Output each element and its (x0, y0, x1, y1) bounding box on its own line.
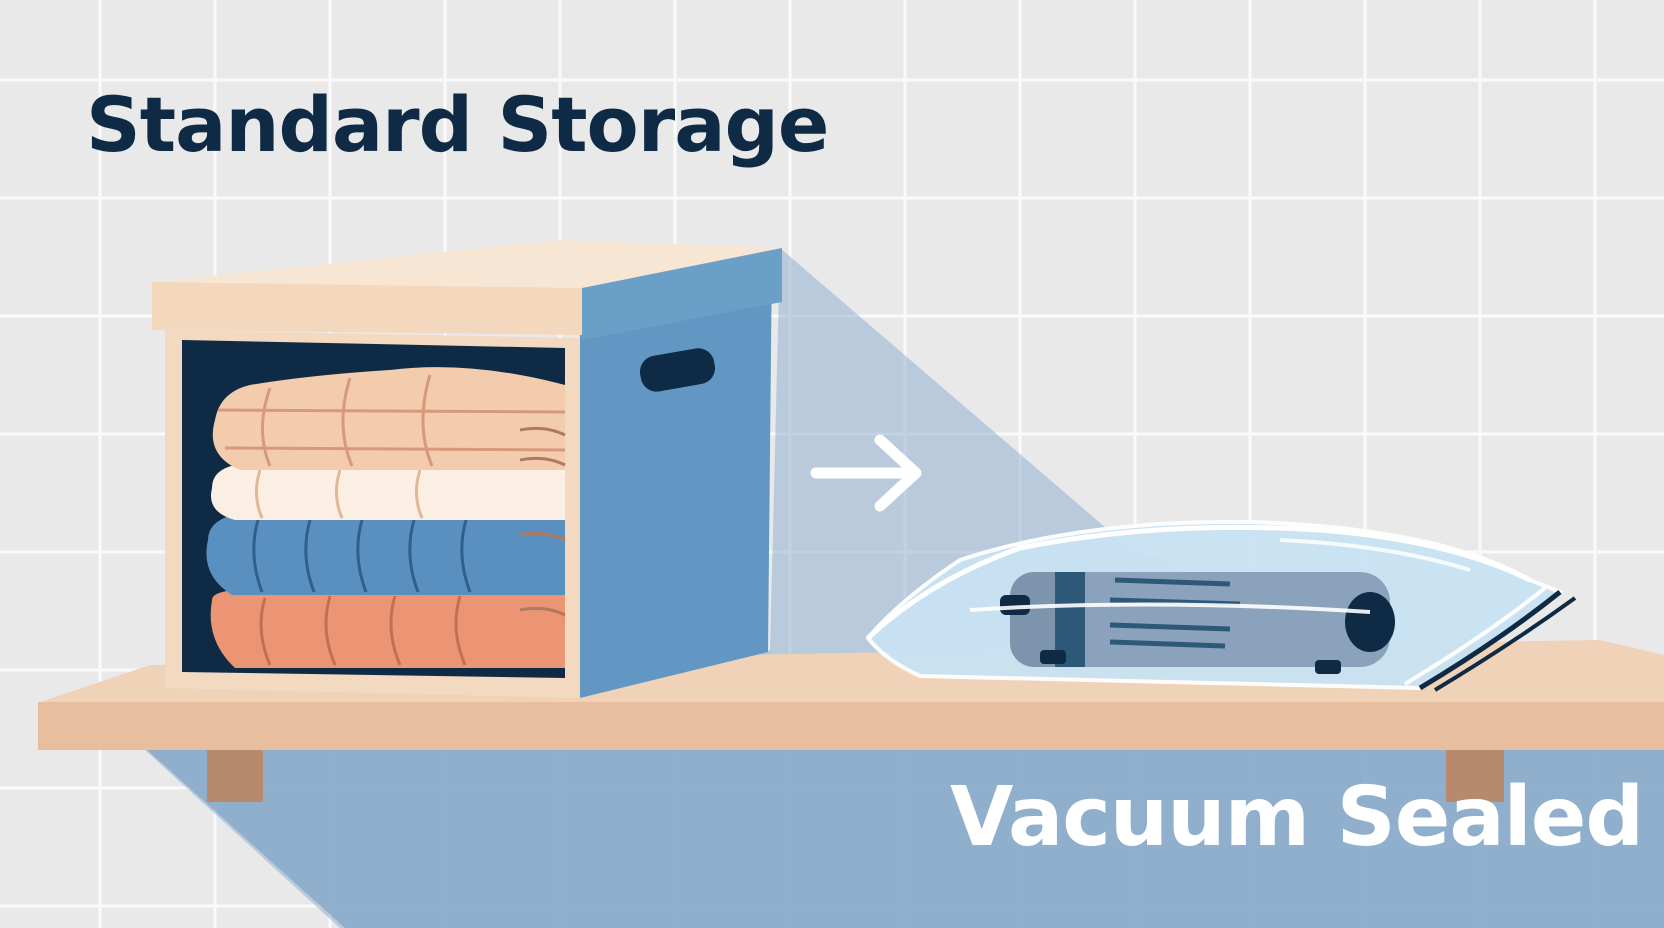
box-handle (639, 348, 716, 392)
towel-stack (206, 367, 566, 668)
box-lid-side (582, 248, 782, 340)
towel-cream (210, 465, 565, 520)
shelf-front (38, 702, 1664, 750)
bag-outline-top (866, 524, 1532, 640)
storage-box-icon (152, 240, 782, 698)
towel-blue (206, 515, 565, 595)
box-lid-front (152, 282, 582, 335)
towel-orange-lines (259, 595, 467, 666)
light-beam-lower (145, 748, 1664, 928)
compressed-roll (1000, 572, 1395, 674)
standard-storage-label: Standard Storage (86, 80, 829, 169)
shelf-bracket-left (207, 750, 263, 802)
shelf-bracket-right (1446, 750, 1504, 802)
vacuum-bag-icon (865, 519, 1577, 692)
towel-folds (519, 426, 566, 617)
bag-shine (969, 602, 1371, 614)
arrow-right-icon (810, 434, 922, 512)
towel-peach (212, 367, 565, 470)
towel-peach-lines (217, 374, 566, 467)
vacuum-sealed-label: Vacuum Sealed (950, 770, 1644, 865)
box-side (580, 252, 772, 698)
box-lid-top (152, 240, 782, 288)
bag-seal (1418, 590, 1562, 691)
towel-cream-lines (255, 469, 424, 519)
towel-orange (210, 590, 566, 668)
towel-blue-lines (252, 519, 472, 593)
